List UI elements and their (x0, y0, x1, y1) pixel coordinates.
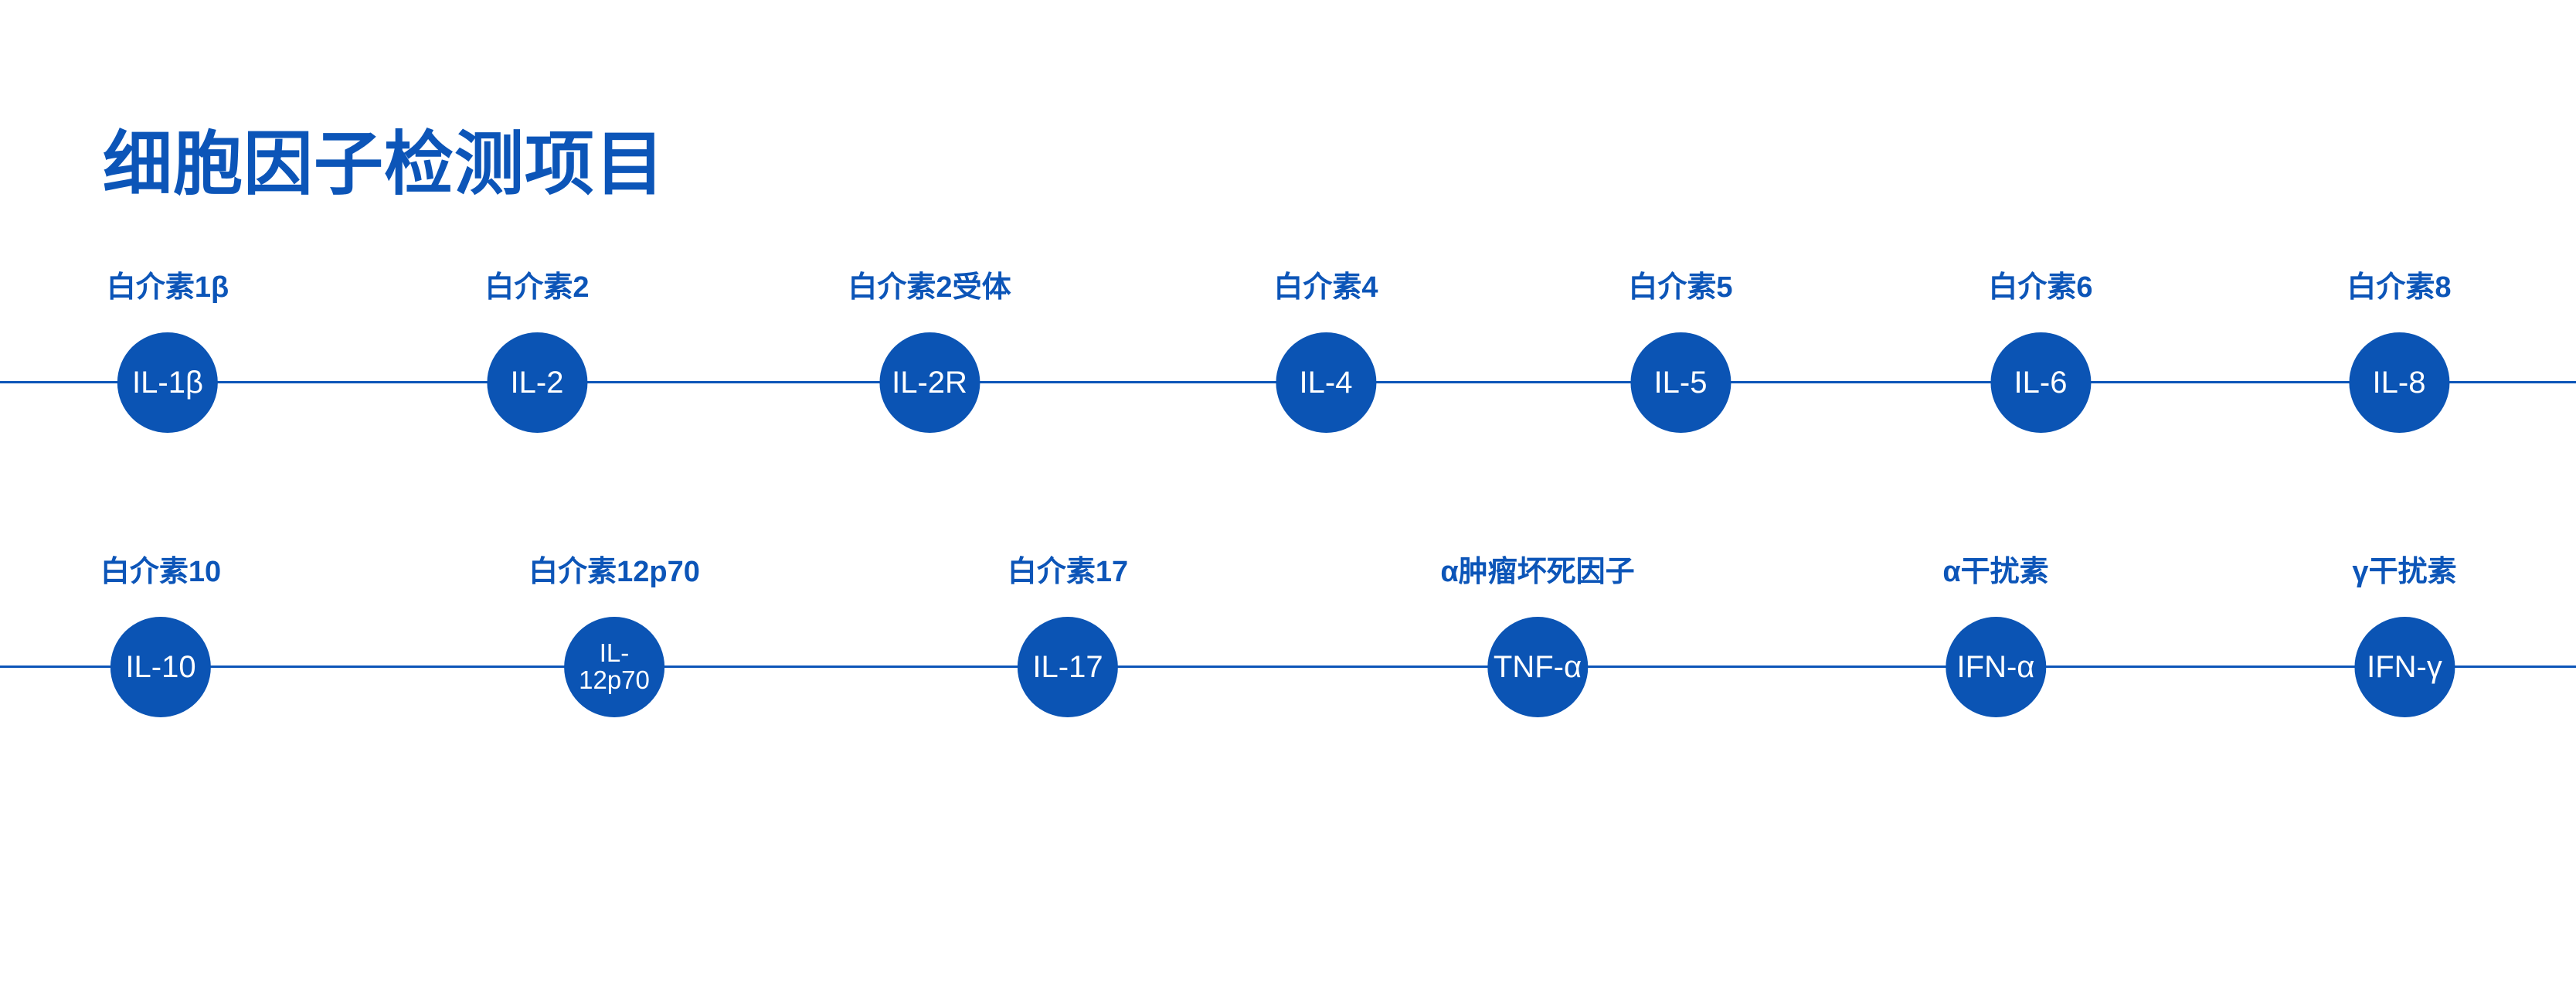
cytokine-circle: IL-8 (2348, 332, 2449, 433)
node-il-2r: 白介素2受体 IL-2R (848, 271, 1011, 433)
node-tnf-a: α肿瘤坏死因子 TNF-α (1440, 556, 1635, 717)
cytokine-circle: IFN-α (1946, 617, 2046, 717)
cytokine-circle: IL-5 (1630, 332, 1731, 433)
cytokine-circle: IL-2R (878, 332, 980, 433)
cytokine-name-label: α肿瘤坏死因子 (1440, 556, 1635, 588)
cytokine-name-label: 白介素10 (100, 556, 222, 588)
cytokine-circle: IL-4 (1275, 332, 1376, 433)
node-il-10: 白介素10 IL-10 (100, 556, 221, 717)
cytokine-circle: IL-12p70 (564, 617, 664, 717)
node-il-2: 白介素2 IL-2 (484, 271, 590, 433)
cytokine-circle: IL-1β (117, 332, 218, 433)
node-il-4: 白介素4 IL-4 (1273, 271, 1378, 433)
cytokine-name-label: γ干扰素 (2352, 556, 2457, 588)
cytokine-name-label: 白介素8 (2347, 271, 2452, 304)
timeline-row2 (0, 666, 2576, 668)
cytokine-name-label: 白介素4 (1273, 271, 1378, 304)
cytokine-circle: IFN-γ (2353, 617, 2455, 717)
node-il-5: 白介素5 IL-5 (1628, 271, 1733, 433)
cytokine-circle: IL-10 (110, 617, 211, 717)
page-title: 细胞因子检测项目 (103, 126, 665, 203)
cytokine-circle: IL-17 (1018, 617, 1118, 717)
cytokine-circle: IL-6 (1990, 332, 2091, 433)
cytokine-name-label: 白介素2受体 (848, 271, 1011, 304)
cytokine-circle: TNF-α (1487, 617, 1588, 717)
cytokine-name-label: 白介素5 (1628, 271, 1733, 304)
node-il-8: 白介素8 IL-8 (2347, 271, 2452, 433)
cytokine-name-label: 白介素2 (484, 271, 590, 304)
node-il-1b: 白介素1β IL-1β (107, 271, 229, 433)
cytokine-name-label: 白介素12p70 (528, 556, 700, 588)
cytokine-name-label: α干扰素 (1942, 556, 2049, 588)
cytokine-name-label: 白介素6 (1988, 271, 2093, 304)
node-il-6: 白介素6 IL-6 (1988, 271, 2093, 433)
cytokine-name-label: 白介素17 (1007, 556, 1129, 588)
node-ifn-g: γ干扰素 IFN-γ (2352, 556, 2457, 717)
node-il-17: 白介素17 IL-17 (1008, 556, 1128, 717)
node-ifn-a: α干扰素 IFN-α (1942, 556, 2049, 717)
cytokine-name-label: 白介素1β (106, 271, 229, 304)
cytokine-circle: IL-2 (486, 332, 587, 433)
node-il-12p70: 白介素12p70 IL-12p70 (528, 556, 700, 717)
